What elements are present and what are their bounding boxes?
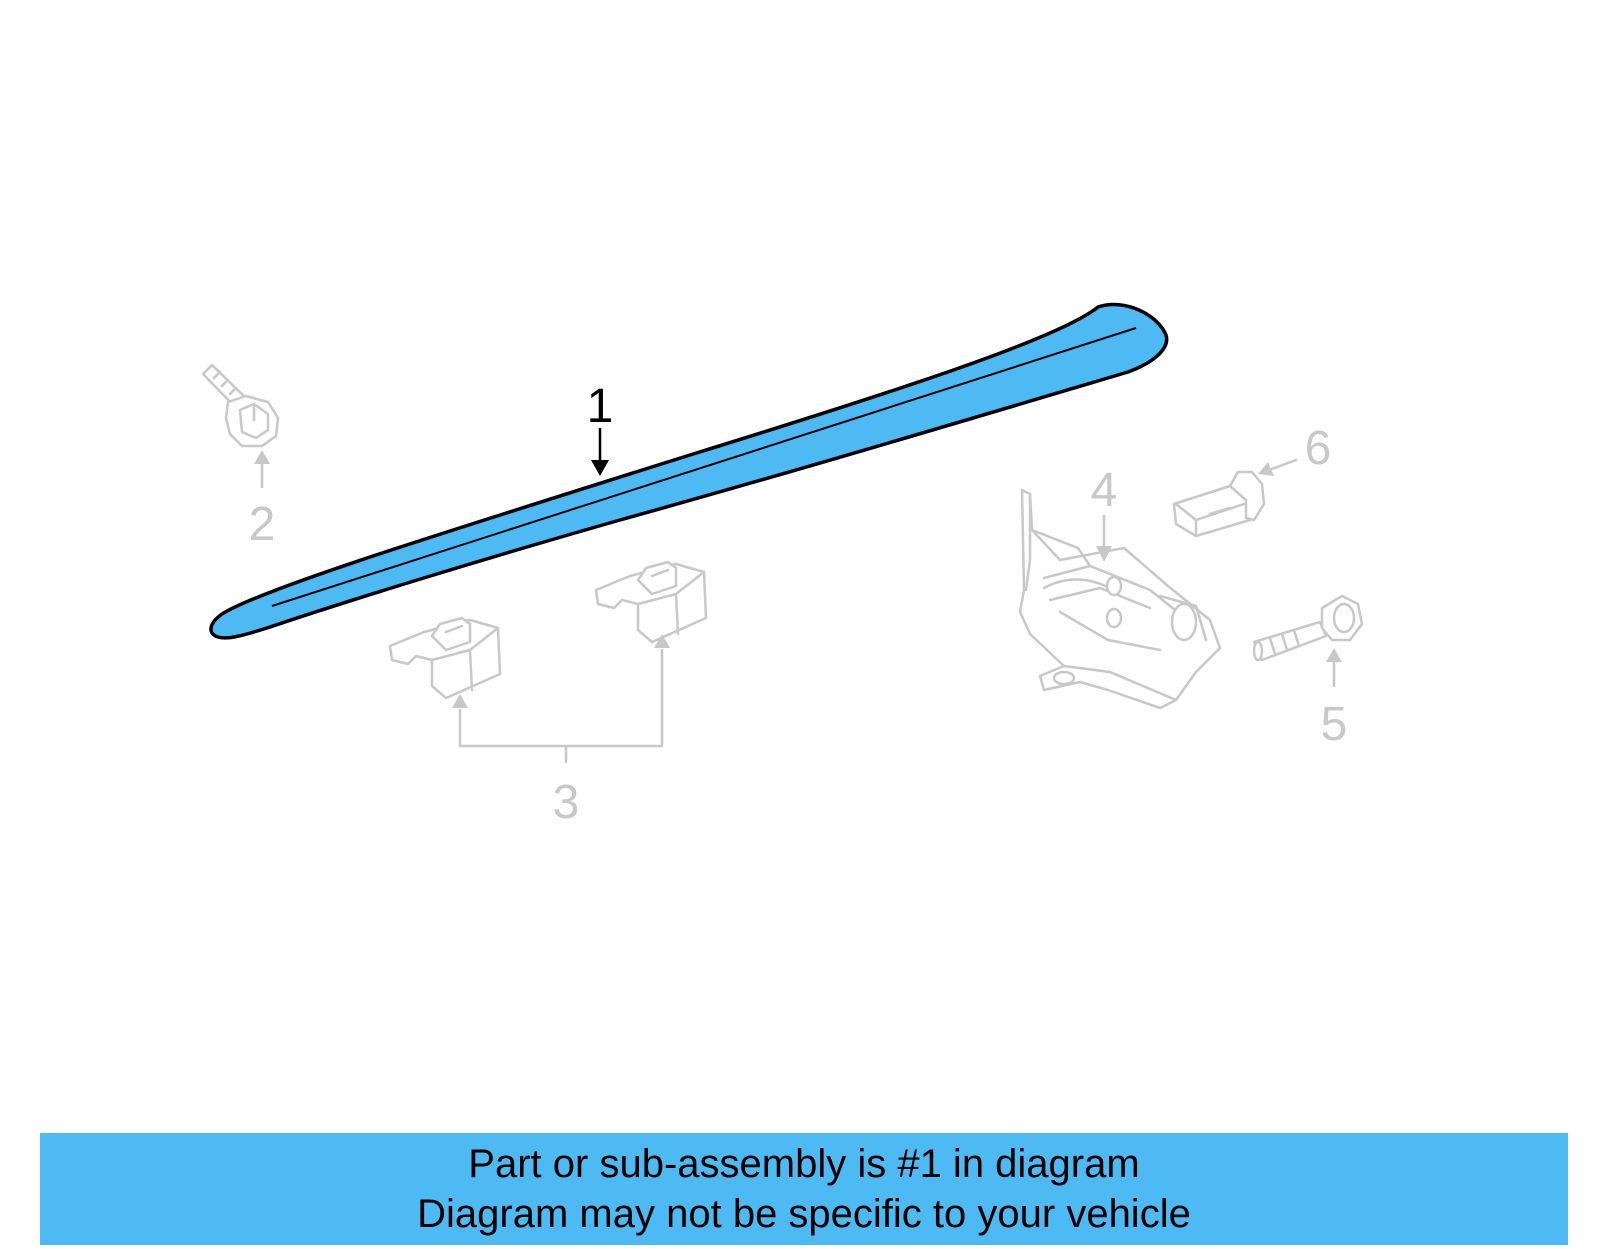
callout-arrowhead-3b [654, 634, 670, 648]
part-2-bolt[interactable] [201, 363, 280, 448]
part-3-clip-right[interactable] [594, 560, 708, 644]
part-5-bolt[interactable] [1252, 594, 1364, 662]
callout-4[interactable]: 4 [1091, 464, 1118, 562]
callout-label-6: 6 [1305, 422, 1332, 475]
callout-2[interactable]: 2 [249, 450, 276, 551]
callout-label-1: 1 [587, 380, 614, 433]
notice-line-1: Part or sub-assembly is #1 in diagram [468, 1142, 1140, 1186]
callout-5[interactable]: 5 [1321, 648, 1348, 751]
callout-label-4: 4 [1091, 464, 1118, 517]
callout-label-3: 3 [553, 776, 580, 829]
part-4-bracket[interactable] [1018, 488, 1222, 710]
part-6-clip[interactable] [1172, 470, 1266, 538]
callout-label-2: 2 [249, 498, 276, 551]
callout-arrow-6 [1270, 458, 1298, 471]
callout-arrowhead-1 [591, 460, 609, 476]
callout-1[interactable]: 1 [587, 380, 614, 476]
notice-line-2: Diagram may not be specific to your vehi… [417, 1192, 1191, 1236]
callout-arrowhead-3a [452, 694, 468, 708]
callout-arrowhead-4 [1096, 546, 1112, 562]
callout-6[interactable]: 6 [1258, 422, 1331, 476]
callout-bracket-3 [458, 648, 664, 748]
callout-arrowhead-2 [254, 450, 270, 464]
callout-label-5: 5 [1321, 698, 1348, 751]
part-1-molding[interactable] [209, 302, 1169, 640]
callout-3[interactable]: 3 [452, 634, 670, 829]
callout-arrowhead-6 [1258, 462, 1274, 476]
notice-banner: Part or sub-assembly is #1 in diagram Di… [40, 1133, 1568, 1245]
callout-arrowhead-5 [1326, 648, 1342, 662]
part-3-clip-left[interactable] [388, 616, 502, 700]
